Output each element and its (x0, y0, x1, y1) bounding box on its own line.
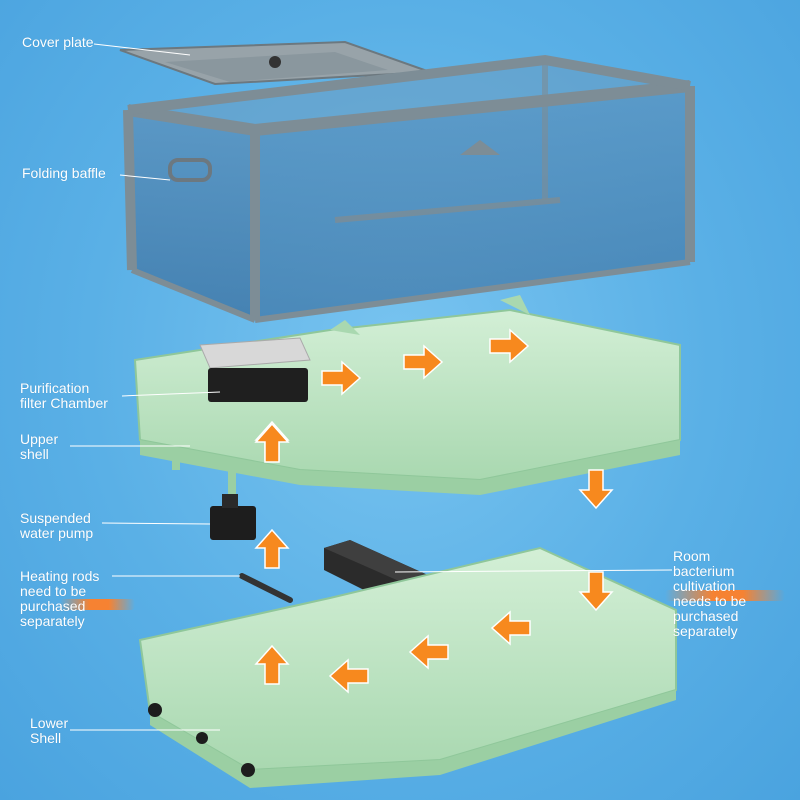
label-lower-shell: Lower Shell (30, 716, 68, 746)
label-heating-rods: Heating rods need to be purchased separa… (20, 569, 99, 629)
label-purification-filter-chamber: Purification filter Chamber (20, 381, 108, 411)
label-folding-baffle: Folding baffle (22, 166, 106, 181)
label-cover-plate: Cover plate (22, 35, 94, 50)
label-upper-shell: Upper shell (20, 432, 58, 462)
label-bacteria-cultivation: Room bacterium cultivation needs to be p… (673, 549, 746, 639)
folding-baffle (128, 60, 690, 320)
flow-arrow-down-icon (580, 470, 612, 508)
label-suspended-water-pump: Suspended water pump (20, 511, 93, 541)
flow-arrow-up-icon (256, 530, 288, 568)
upper-shell (135, 295, 680, 495)
suspended-water-pump (210, 494, 256, 540)
cover-knob-icon (269, 56, 281, 68)
heating-rod (242, 576, 290, 600)
purification-filter-box (208, 368, 308, 402)
